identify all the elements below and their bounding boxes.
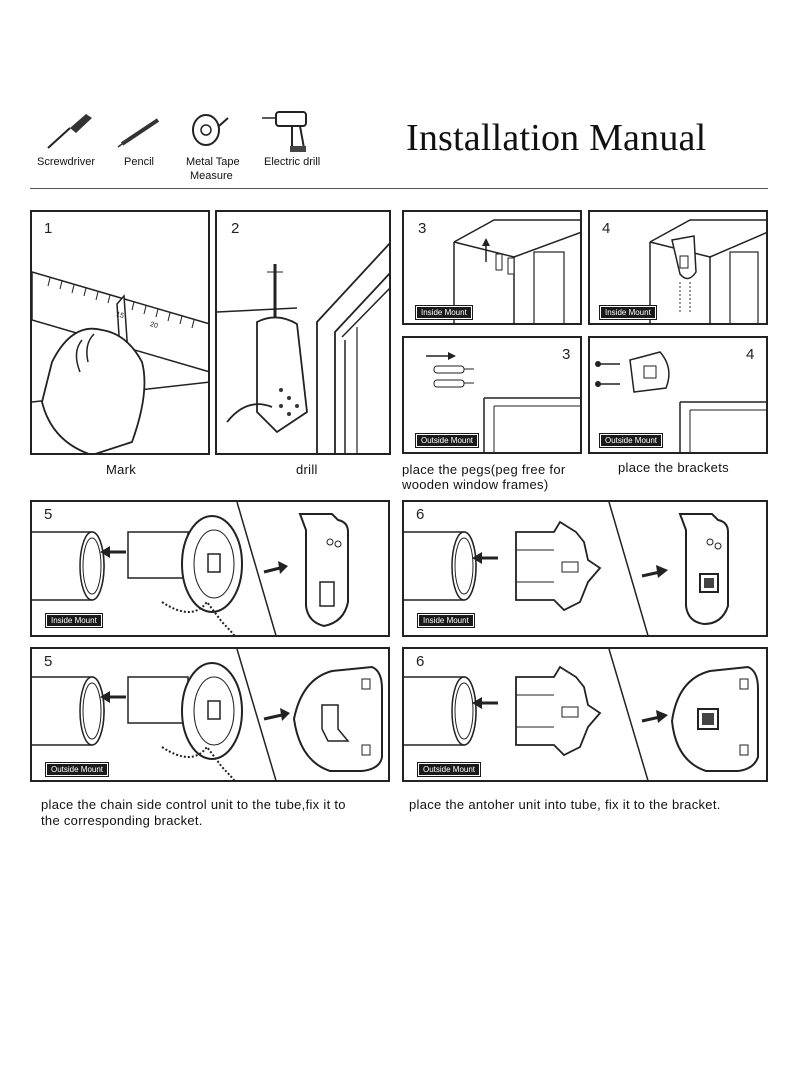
tool-label-screwdriver: Screwdriver	[37, 156, 96, 168]
outside-mount-tag-3: Outside Mount	[414, 433, 480, 448]
outside-mount-tag-5: Outside Mount	[44, 762, 110, 777]
tool-label-tape-line1: Metal Tape	[186, 156, 240, 168]
step-5-inside-number: 5	[44, 506, 53, 523]
tool-label-tape-line2: Measure	[190, 170, 233, 182]
tape-measure-icon	[192, 114, 229, 146]
step-2-number: 2	[231, 220, 240, 237]
step-4-inside-panel: 4 Inside Mount	[588, 210, 768, 325]
header-divider	[30, 188, 768, 189]
step-3-outside-number: 3	[562, 346, 571, 363]
pencil-icon	[117, 118, 160, 148]
tool-label-pencil: Pencil	[124, 156, 154, 168]
electric-drill-icon	[262, 111, 307, 152]
step-6-inside-number: 6	[416, 506, 425, 523]
step-6-inside-panel: 6 Inside Mount	[402, 500, 768, 637]
tools-illustration	[47, 111, 307, 152]
step-6-outside-panel: 6 Outside Mount	[402, 647, 768, 782]
step-4-inside-number: 4	[602, 220, 611, 237]
caption-chain-line1: place the chain side control unit to the…	[41, 797, 346, 812]
step-1-number: 1	[44, 220, 53, 237]
page-title: Installation Manual	[406, 117, 707, 159]
outside-mount-tag-4: Outside Mount	[598, 433, 664, 448]
step-5-outside-panel: 5 Outside Mount	[30, 647, 390, 782]
step-4-outside-panel: 4 Outside Mount	[588, 336, 768, 454]
caption-pegs-line2: wooden window frames)	[402, 477, 549, 492]
caption-pegs-line1: place the pegs(peg free for	[402, 462, 566, 477]
step-1-panel: 1 15 20	[30, 210, 210, 455]
step-6-outside-number: 6	[416, 653, 425, 670]
step-5-inside-panel: 5 Inside Mount	[30, 500, 390, 637]
caption-drill: drill	[296, 462, 318, 477]
caption-chain-line2: the corresponding bracket.	[41, 813, 203, 828]
inside-mount-tag-4: Inside Mount	[599, 305, 657, 320]
screwdriver-icon	[47, 114, 92, 149]
step-3-outside-panel: 3 Outside Mount	[402, 336, 582, 454]
caption-brackets: place the brackets	[618, 460, 729, 475]
inside-mount-tag-3: Inside Mount	[415, 305, 473, 320]
caption-mark: Mark	[106, 462, 137, 477]
step-3-inside-number: 3	[418, 220, 427, 237]
inside-mount-tag-5: Inside Mount	[45, 613, 103, 628]
step-3-inside-panel: 3 Inside Mount	[402, 210, 582, 325]
step-2-panel: 2	[215, 210, 391, 455]
tool-label-drill: Electric drill	[264, 156, 321, 168]
caption-other-unit: place the antoher unit into tube, fix it…	[409, 797, 721, 812]
step-4-outside-number: 4	[746, 346, 755, 363]
outside-mount-tag-6: Outside Mount	[416, 762, 482, 777]
inside-mount-tag-6: Inside Mount	[417, 613, 475, 628]
step-5-outside-number: 5	[44, 653, 53, 670]
